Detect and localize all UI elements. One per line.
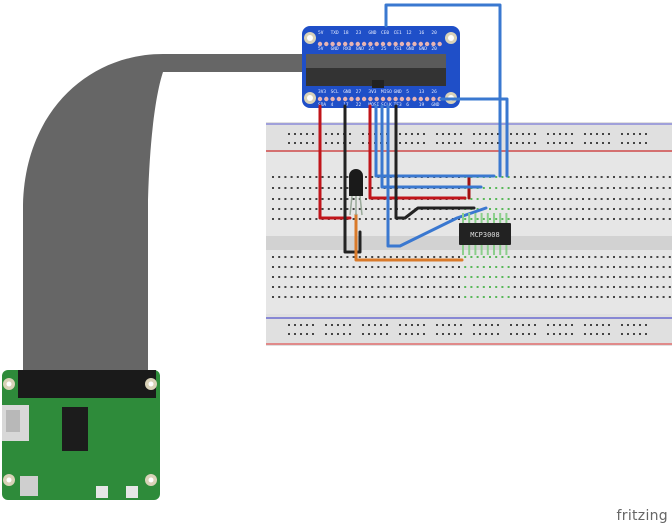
- cobbler-pin-label: 12: [406, 30, 412, 36]
- wire-blue-miso: [374, 104, 496, 178]
- wire-blue-sclk: [386, 104, 488, 248]
- cobbler-pin-label: 20: [431, 46, 437, 52]
- wires: [318, 3, 509, 262]
- cobbler-pin-label: SCL: [331, 89, 339, 95]
- raspberry-pi: [2, 370, 160, 500]
- cobbler-pin-label: GND: [356, 46, 364, 52]
- ribbon-cable: [23, 54, 305, 380]
- cobbler-pin-label: MISO: [381, 89, 392, 95]
- fritzing-watermark: fritzing: [616, 508, 668, 524]
- cobbler-pin-label: 18: [343, 30, 349, 36]
- wire-black-agnd: [394, 104, 476, 220]
- cobbler-pin-label: TF3: [394, 102, 402, 108]
- cobbler-pin-label: 13: [419, 89, 425, 95]
- usb-port-2: [126, 486, 138, 498]
- cobbler-pin-label: GND: [431, 102, 439, 108]
- cobbler-pin-label: 25: [381, 46, 387, 52]
- cobbler-pin-label: 5V: [318, 46, 324, 52]
- cobbler-pin-label: 27: [356, 89, 362, 95]
- cobbler-pin-label: GND: [343, 89, 351, 95]
- wire-red-vref: [368, 104, 467, 200]
- wire-blue-ce0: [384, 3, 502, 178]
- cobbler-pin-label: 3V3: [368, 89, 376, 95]
- wire-blue-mosi: [380, 104, 483, 189]
- cobbler-pin-label: SDA: [318, 102, 326, 108]
- breadboard: [266, 122, 672, 346]
- mcp3008-chip: MCP3008: [459, 213, 511, 255]
- cobbler-pin-label: GND: [331, 46, 339, 52]
- cobbler-pin-label: MOSI: [368, 102, 379, 108]
- wire-black-gnd: [343, 104, 362, 254]
- wire-blue-gnd: [439, 97, 509, 178]
- cobbler-pin-label: GND: [394, 89, 402, 95]
- cobbler-pin-label: 6: [406, 102, 409, 108]
- cobbler-pin-label: 4: [331, 102, 334, 108]
- cobbler-pin-label: GND: [368, 30, 376, 36]
- usb-port-1: [96, 486, 108, 498]
- wire-orange-signal: [354, 213, 464, 262]
- cobbler-pin-label: CS1: [394, 46, 402, 52]
- cobbler-pin-label: GND: [406, 46, 414, 52]
- cobbler-pin-label: 22: [356, 102, 362, 108]
- cobbler-pin-label: 26: [431, 89, 437, 95]
- cobbler-pin-label: CE0: [381, 30, 389, 36]
- wire-red-3v3: [318, 104, 352, 220]
- cobbler-pin-label: 5V: [318, 30, 324, 36]
- cobbler-pin-label: GND: [419, 46, 427, 52]
- cobbler-pin-label: 20: [431, 30, 437, 36]
- cobbler-pin-label: RXD: [343, 46, 351, 52]
- cobbler-pin-label: 24: [368, 46, 374, 52]
- chip-label: MCP3008: [470, 231, 500, 239]
- temperature-sensor: [349, 169, 363, 216]
- cobbler-pin-label: 23: [356, 30, 362, 36]
- cobbler-pin-label: SCLK: [381, 102, 392, 108]
- cobbler-pin-label: CE1: [394, 30, 402, 36]
- mini-hdmi-port: [20, 476, 38, 496]
- cobbler-pin-label: 16: [419, 30, 425, 36]
- cobbler-pin-label: 3V3: [318, 89, 326, 95]
- cobbler-pin-label: 19: [419, 102, 425, 108]
- cobbler-pin-label: 5: [406, 89, 409, 95]
- cobbler-pin-label: TXD: [331, 30, 339, 36]
